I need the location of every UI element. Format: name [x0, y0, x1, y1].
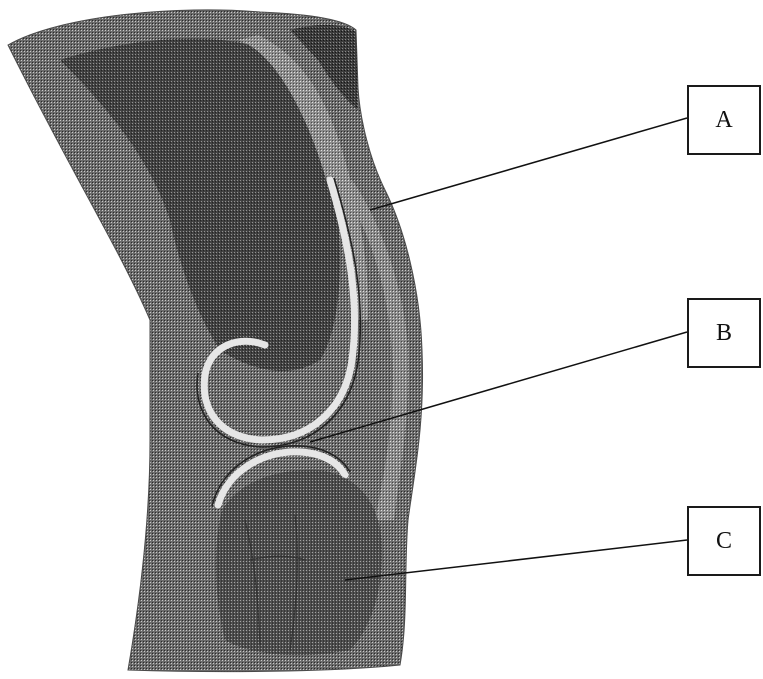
leader-line-a: [370, 118, 687, 210]
label-a-text: A: [715, 107, 732, 134]
tibia-head: [216, 470, 382, 655]
label-box-a: A: [687, 85, 761, 155]
label-b-text: B: [716, 320, 732, 347]
label-box-b: B: [687, 298, 761, 368]
label-c-text: C: [716, 528, 732, 555]
label-box-c: C: [687, 506, 761, 576]
